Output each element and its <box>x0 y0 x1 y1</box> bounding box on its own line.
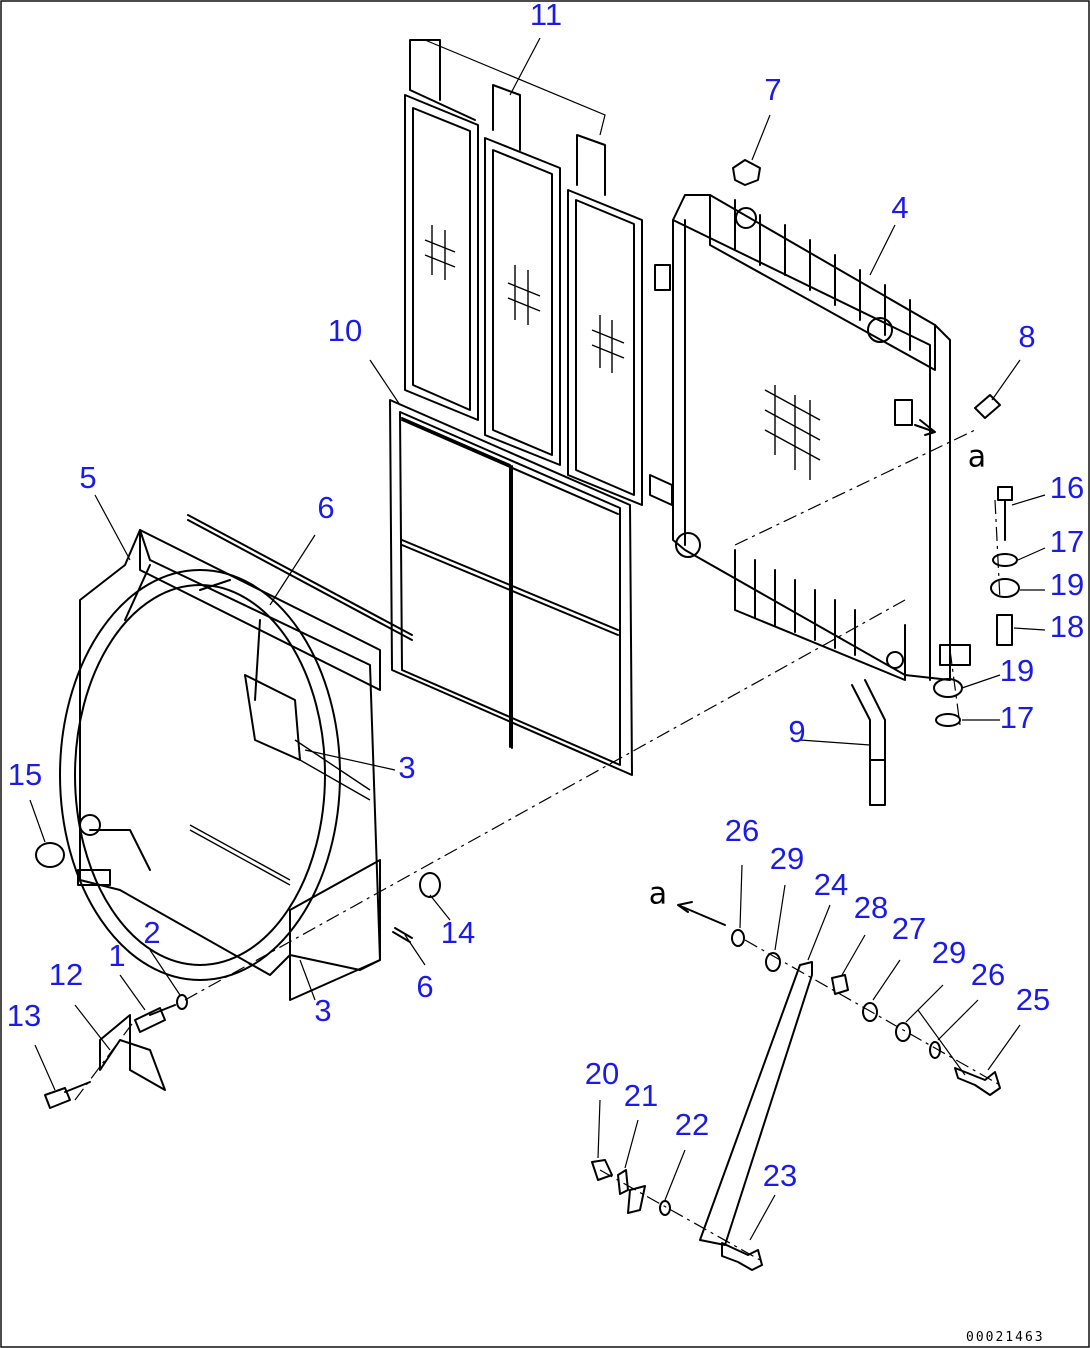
callout-9: 9 <box>788 714 805 749</box>
upper-screens <box>404 37 643 506</box>
washer-21 <box>617 1169 629 1195</box>
callout-28: 28 <box>854 890 888 925</box>
callout-labels: 11 7 4 10 8 a 5 16 6 17 19 18 19 17 9 3 … <box>7 0 1084 1193</box>
seal-strip-upper <box>187 514 413 641</box>
callout-4: 4 <box>891 190 908 225</box>
callout-17-upper: 17 <box>1050 524 1084 559</box>
callout-20: 20 <box>585 1056 619 1091</box>
callout-26-left: 26 <box>725 813 759 848</box>
spacer-28 <box>831 974 849 995</box>
callout-11: 11 <box>530 0 562 32</box>
callout-2: 2 <box>143 915 160 950</box>
nut-14 <box>419 872 441 898</box>
callout-3-upper: 3 <box>398 750 415 785</box>
callout-5: 5 <box>79 460 96 495</box>
plug-15 <box>35 842 65 868</box>
callout-1: 1 <box>108 938 125 973</box>
callout-21: 21 <box>624 1078 658 1113</box>
callout-14: 14 <box>441 915 475 950</box>
stay-24 <box>699 961 813 1246</box>
washer-2 <box>176 994 188 1010</box>
callout-6-upper: 6 <box>317 490 334 525</box>
drain-cock-8 <box>974 394 1001 419</box>
callout-16: 16 <box>1050 470 1084 505</box>
hose-9 <box>851 679 886 806</box>
cushion-19-upper <box>990 578 1020 598</box>
drawing-number: 00021463 <box>966 1330 1045 1345</box>
collar-18 <box>996 614 1013 646</box>
callout-6-lower: 6 <box>416 969 433 1004</box>
bolt-1 <box>134 1004 176 1033</box>
radiator-cap-7 <box>732 159 761 186</box>
view-ref-a-lower: a <box>649 877 667 912</box>
washer-26-right <box>929 1041 941 1059</box>
callout-29-right: 29 <box>932 935 966 970</box>
view-arrow-a-upper <box>914 419 936 436</box>
bolt-13 <box>44 1081 91 1109</box>
callout-12: 12 <box>49 957 83 992</box>
plate-22 <box>627 1185 646 1214</box>
callout-24: 24 <box>814 867 848 902</box>
leader-lines <box>29 114 1046 1241</box>
washer-17-upper <box>992 553 1018 567</box>
washer-29-right <box>895 1022 911 1042</box>
fan-shroud <box>59 529 381 1001</box>
callout-23: 23 <box>763 1158 797 1193</box>
callout-19-upper: 19 <box>1050 567 1084 602</box>
callout-25: 25 <box>1016 982 1050 1017</box>
seal-strip-lower <box>392 927 413 943</box>
callout-3-lower: 3 <box>314 993 331 1028</box>
callout-8: 8 <box>1018 319 1035 354</box>
cushion-19-lower <box>933 678 963 698</box>
lower-screen-frame <box>389 399 633 776</box>
bushing-27 <box>862 1002 878 1022</box>
callout-29-left: 29 <box>770 841 804 876</box>
callout-15: 15 <box>8 757 42 792</box>
bolt-25 <box>954 1067 1001 1096</box>
callout-18: 18 <box>1050 609 1084 644</box>
callout-13: 13 <box>7 998 41 1033</box>
nut-20 <box>591 1159 613 1181</box>
callout-19-lower: 19 <box>1000 653 1034 688</box>
washer-26-left <box>731 929 745 947</box>
callout-7: 7 <box>764 72 781 107</box>
view-arrow-a-lower <box>677 901 726 926</box>
radiator <box>649 194 971 681</box>
bolt-16 <box>997 486 1013 541</box>
callout-17-lower: 17 <box>1000 700 1034 735</box>
callout-27: 27 <box>892 911 926 946</box>
washer-29-left <box>765 952 781 972</box>
bracket-12 <box>99 1014 166 1091</box>
callout-10: 10 <box>328 313 362 348</box>
callout-22: 22 <box>675 1107 709 1142</box>
callout-26-right: 26 <box>971 957 1005 992</box>
washer-17-lower <box>935 713 961 727</box>
view-ref-a-upper: a <box>968 440 986 475</box>
bolt-23 <box>721 1242 763 1271</box>
assembly-centerlines <box>74 429 1001 1261</box>
